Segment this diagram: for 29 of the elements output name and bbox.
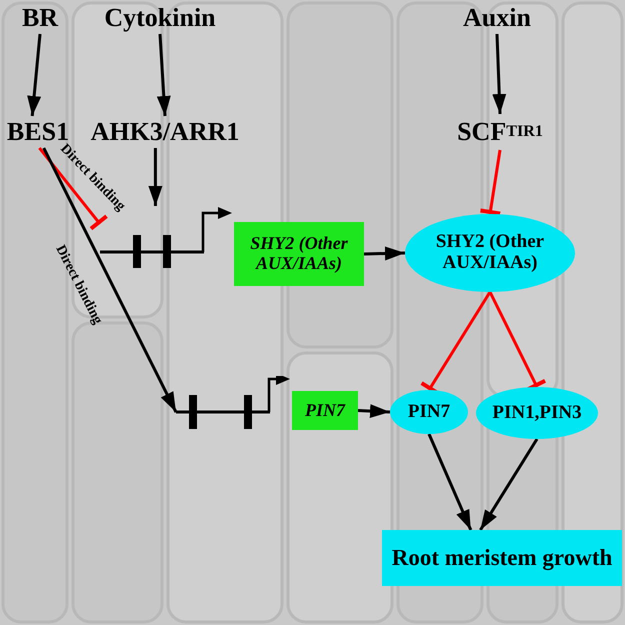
arrow <box>364 246 406 260</box>
protein-ellipse <box>390 390 468 434</box>
arrow <box>42 147 178 413</box>
arrow <box>492 34 506 114</box>
gene-box <box>292 391 358 430</box>
signal-label: AHK3/ARR1 <box>85 116 245 148</box>
node-text: PIN1,PIN3 <box>492 402 582 424</box>
arrow <box>428 433 472 531</box>
protein-ellipse <box>476 387 598 439</box>
node-text: Root meristem growth <box>392 545 612 571</box>
signal-label: Auxin <box>460 2 534 34</box>
inhibition-line <box>480 150 502 216</box>
result-box <box>382 530 622 586</box>
node-text: SHY2 (Other AUX/IAAs) <box>249 234 349 274</box>
protein-ellipse <box>405 214 575 292</box>
arrow <box>358 404 390 418</box>
signal-label: Cytokinin <box>100 2 220 34</box>
signal-label: SCF$^{TIR1}$ <box>452 114 548 150</box>
node-text: PIN7 <box>305 400 345 420</box>
node-text: PIN7 <box>408 402 450 422</box>
arrow <box>27 34 42 116</box>
gene-box <box>234 222 364 286</box>
promoter-drawing <box>176 376 290 430</box>
arrow <box>479 438 538 531</box>
arrow <box>156 34 171 116</box>
arrow <box>148 148 162 206</box>
inhibition-line <box>38 147 108 230</box>
signal-label: BR <box>15 2 65 34</box>
node-text: SHY2 (Other AUX/IAAs) <box>434 232 546 274</box>
